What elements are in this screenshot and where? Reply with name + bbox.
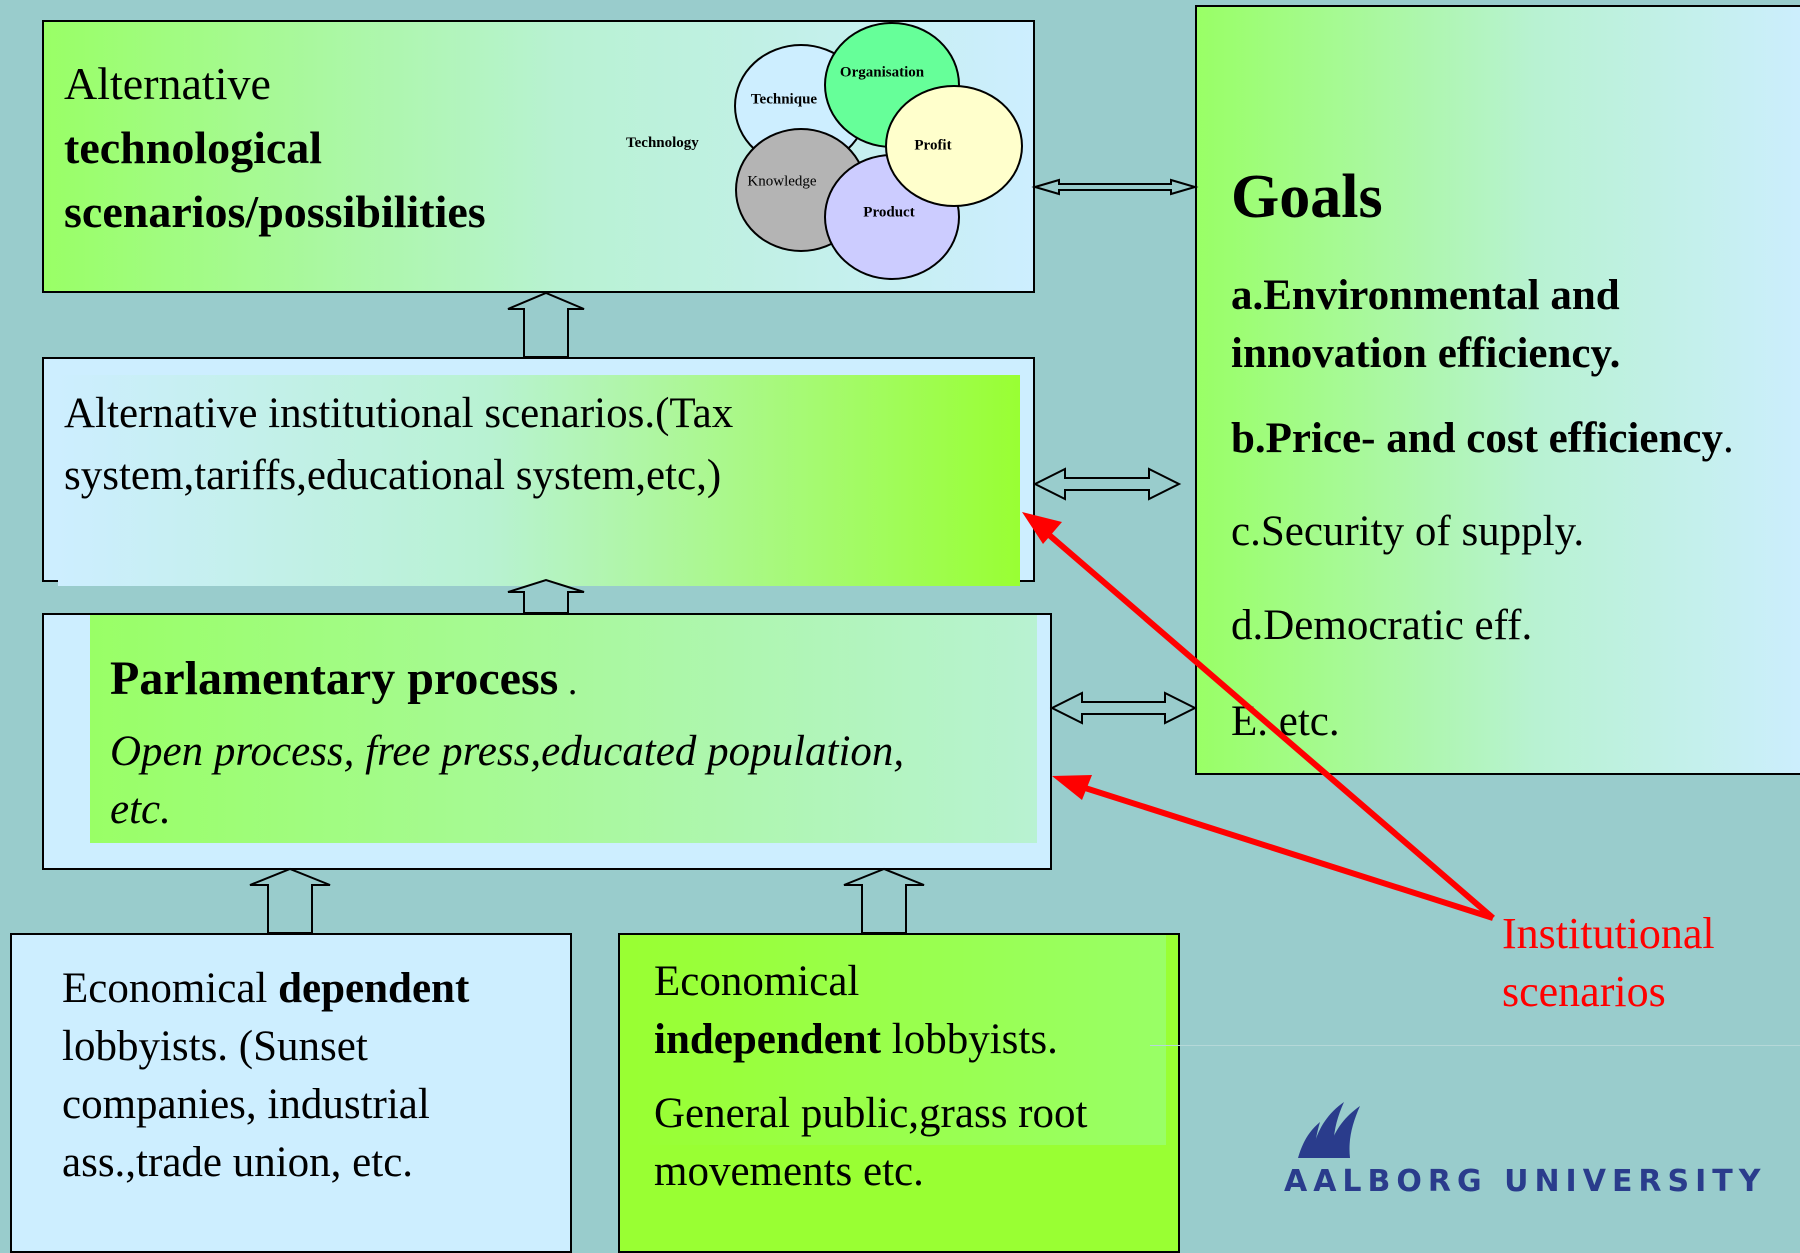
independent-line-2: independent lobbyists. [654,1011,1058,1069]
tech-line-2: technological [64,122,323,173]
circle-label-product: Product [863,204,915,221]
institutional-scenarios-box: Alternative institutional scenarios.(Tax… [42,357,1035,586]
independent-line-1: Economical [654,958,860,1005]
goal-a-line-1: a.Environmental and [1231,272,1620,319]
parliamentary-title: Parlamentary process . [110,649,577,712]
institutional-line-1: Alternative institutional scenarios.(Tax [64,390,734,437]
goal-b-suffix: . [1722,415,1734,462]
goal-b: b.Price- and cost efficiency. [1231,410,1734,468]
parliamentary-sub-1: Open process, free press,educated popula… [110,728,905,775]
goal-a-line-2: innovation efficiency. [1231,330,1621,377]
up-arrow-from-independent [843,867,925,934]
independent-lobbyists-box: Economical independent lobbyists. Genera… [618,933,1180,1253]
dependent-lobbyists-text: Economical dependent lobbyists. (Sunset … [62,960,469,1192]
technology-scenarios-box: Alternative technological scenarios/poss… [42,20,1035,293]
goal-b-text: b.Price- and cost efficiency [1231,415,1723,462]
red-arrowhead-parliament [1052,775,1092,800]
dependent-line-1: Economical dependent [62,960,469,1018]
circle-label-profit: Profit [914,137,952,154]
goal-d: d.Democratic eff. [1231,602,1533,649]
dependent-line-4: ass.,trade union, etc. [62,1139,414,1186]
double-arrow-institutional-goals [1032,467,1182,501]
annotation-line-2: scenarios [1502,967,1666,1016]
independent-bold: independent [654,1016,882,1063]
institutional-scenarios-text: Alternative institutional scenarios.(Tax… [64,383,733,507]
circle-label-knowledge: Knowledge [747,173,817,190]
dependent-bold: dependent [278,965,470,1012]
independent-rest: lobbyists. [881,1016,1058,1063]
up-arrow-from-dependent [249,867,331,934]
red-arrow-to-parliament [1081,784,1494,921]
institutional-line-2: system,tariffs,educational system,etc,) [64,452,722,499]
institutional-scenarios-annotation: Institutional scenarios [1502,905,1715,1021]
circle-profit [885,85,1023,207]
annotation-line-1: Institutional [1502,909,1715,958]
footer-divider [1150,1045,1800,1046]
dependent-lobbyists-box: Economical dependent lobbyists. (Sunset … [10,933,572,1253]
tech-line-1: Alternative [64,58,271,109]
double-arrow-technology-goals [1031,178,1199,196]
aalborg-university-logo-icon [1298,1102,1360,1158]
independent-lobbyists-text-2: General public,grass root movements etc. [654,1085,1087,1201]
independent-lobbyists-text: Economical independent lobbyists. [654,953,1058,1069]
aalborg-university-wordmark: AALBORG UNIVERSITY [1284,1164,1767,1199]
goals-box: Goals a.Environmental and innovation eff… [1195,5,1800,775]
parliamentary-process-box: Parlamentary process . Open process, fre… [42,613,1052,870]
technology-scenarios-title: Alternative technological scenarios/poss… [64,52,486,244]
up-arrow-to-technology [507,291,585,358]
parliamentary-title-suffix: . [558,661,578,703]
parliamentary-gradient-panel [90,615,1037,843]
goal-c: c.Security of supply. [1231,508,1585,555]
tech-line-3: scenarios/possibilities [64,186,486,237]
circle-label-organisation: Organisation [839,64,925,81]
parliamentary-subtitle: Open process, free press,educated popula… [110,723,1010,839]
dependent-line-3: companies, industrial [62,1081,430,1128]
dependent-prefix: Economical [62,965,279,1012]
parliamentary-title-text: Parlamentary process [110,652,559,705]
independent-line-4: movements etc. [654,1148,924,1195]
parliamentary-sub-2: etc. [110,786,171,833]
technology-label: Technology [626,135,699,151]
independent-gradient-panel [634,935,1166,1145]
double-arrow-parliament-goals [1049,691,1198,725]
goal-e: E. etc. [1231,698,1340,745]
circle-label-technique: Technique [750,91,818,108]
goals-title: Goals [1231,163,1383,231]
independent-line-3: General public,grass root [654,1090,1088,1137]
dependent-line-2: lobbyists. (Sunset [62,1023,368,1070]
institutional-gradient-panel [58,375,1020,586]
